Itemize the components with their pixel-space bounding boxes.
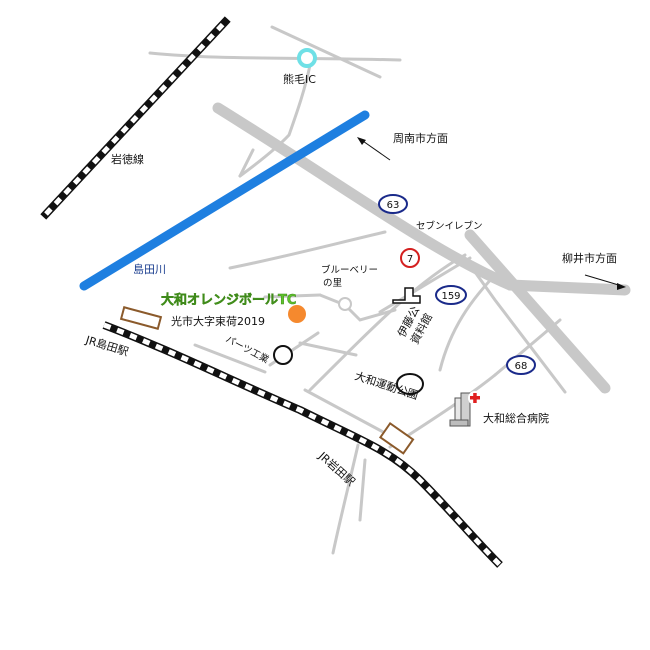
road-tc-west: [263, 293, 322, 299]
hospital-icon: [449, 391, 482, 427]
ito-museum-icon: [392, 287, 421, 304]
hospital-label: 大和総合病院: [483, 411, 549, 425]
kumage-ic-marker: [297, 48, 317, 68]
jr-shimada-station-icon: [119, 306, 163, 330]
minor-roads: [148, 25, 567, 555]
road-north-diagonal: [270, 25, 382, 79]
route-63-badge: 63: [378, 194, 408, 214]
road-north-main: [148, 51, 402, 62]
road-river-spur: [238, 148, 255, 178]
road-parts-west: [193, 343, 267, 374]
svg-text:68: 68: [515, 361, 528, 372]
seven-eleven-label: セブンイレブン: [416, 220, 483, 232]
blueberry-label-2: の里: [323, 278, 342, 289]
road-cross-west: [228, 230, 387, 270]
road-east-arc: [438, 268, 502, 372]
route-159-badge: 159: [435, 285, 467, 305]
tc-name-label: 大和オレンジボールTC: [161, 292, 296, 308]
blueberry-label-1: ブルーベリー: [321, 264, 378, 276]
gantoku-line-rail: [40, 16, 231, 220]
kumage-ic-label: 熊毛IC: [283, 72, 316, 86]
route-68-badge: 68: [506, 355, 536, 375]
yanai-arrow-icon: [584, 274, 626, 290]
svg-text:7: 7: [407, 254, 413, 265]
road-south-minor: [358, 458, 367, 522]
shunan-direction-label: 周南市方面: [393, 131, 448, 145]
sanyo-line-rail: [102, 321, 503, 568]
parts-factory-marker: [273, 345, 293, 365]
shimada-river: [79, 110, 370, 291]
national-road-branch: [464, 229, 611, 394]
park-marker: [396, 373, 424, 395]
shimada-river-label: 島田川: [133, 262, 166, 276]
tc-address-label: 光市大字束荷2019: [171, 314, 265, 328]
road-diag-main: [308, 253, 467, 392]
svg-text:63: 63: [387, 200, 400, 211]
national-road: [212, 102, 631, 296]
blueberry-farm-marker: [338, 297, 352, 311]
tc-location-marker: [288, 305, 306, 323]
route-7-badge: 7: [400, 248, 420, 268]
gantoku-line-label: 岩徳線: [111, 152, 144, 166]
road-south-branch: [331, 443, 360, 555]
road-station-link: [303, 388, 387, 435]
road-ic-south: [238, 63, 312, 178]
jr-iwata-station-icon: [378, 422, 415, 455]
yanai-direction-label: 柳井市方面: [562, 251, 617, 265]
svg-text:159: 159: [441, 291, 460, 302]
shunan-arrow-icon: [357, 137, 391, 161]
road-blueberry-east: [343, 303, 397, 322]
parts-industry-label: パーツ工業: [224, 333, 272, 366]
